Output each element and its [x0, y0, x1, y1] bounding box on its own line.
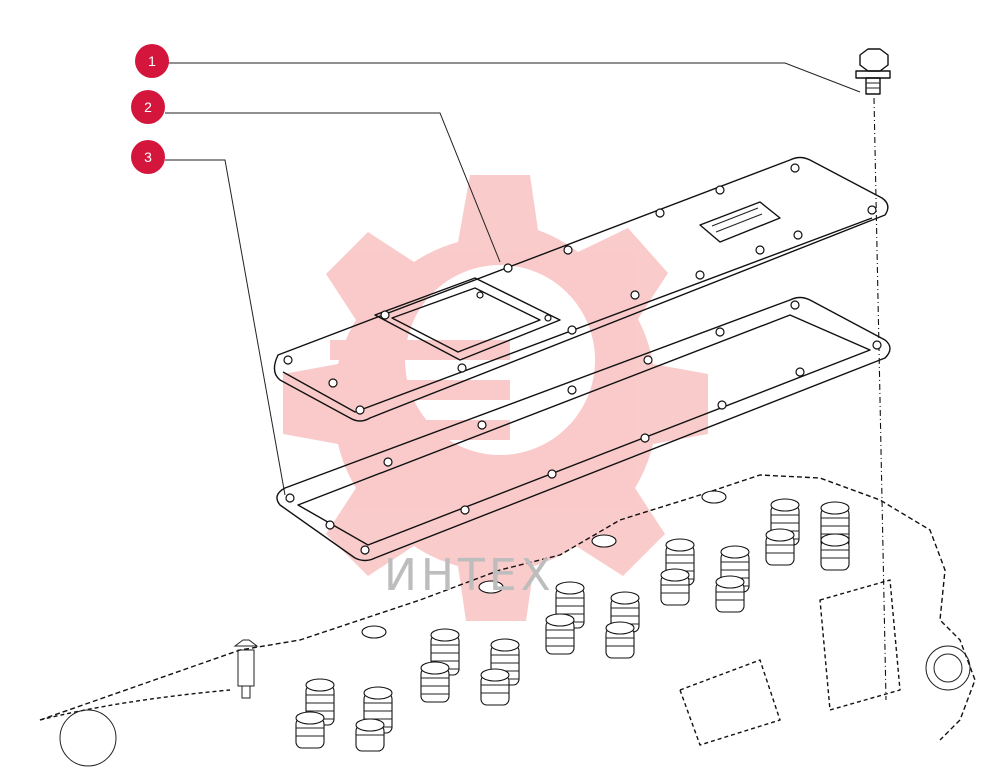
cylinder-head	[39, 474, 976, 767]
callout-3[interactable]: 3	[131, 140, 165, 174]
callout-2[interactable]: 2	[131, 90, 165, 124]
valve-springs	[295, 498, 850, 752]
callout-1[interactable]: 1	[135, 44, 169, 78]
watermark-text: ИНТЕХ	[384, 550, 555, 601]
watermark-gear-logo	[283, 175, 708, 621]
gasket-part-3	[276, 296, 891, 562]
cover-plate-part-2	[273, 156, 889, 422]
injector-bores	[361, 490, 727, 639]
bolt-part-1	[855, 48, 891, 701]
leader-lines	[165, 62, 861, 496]
